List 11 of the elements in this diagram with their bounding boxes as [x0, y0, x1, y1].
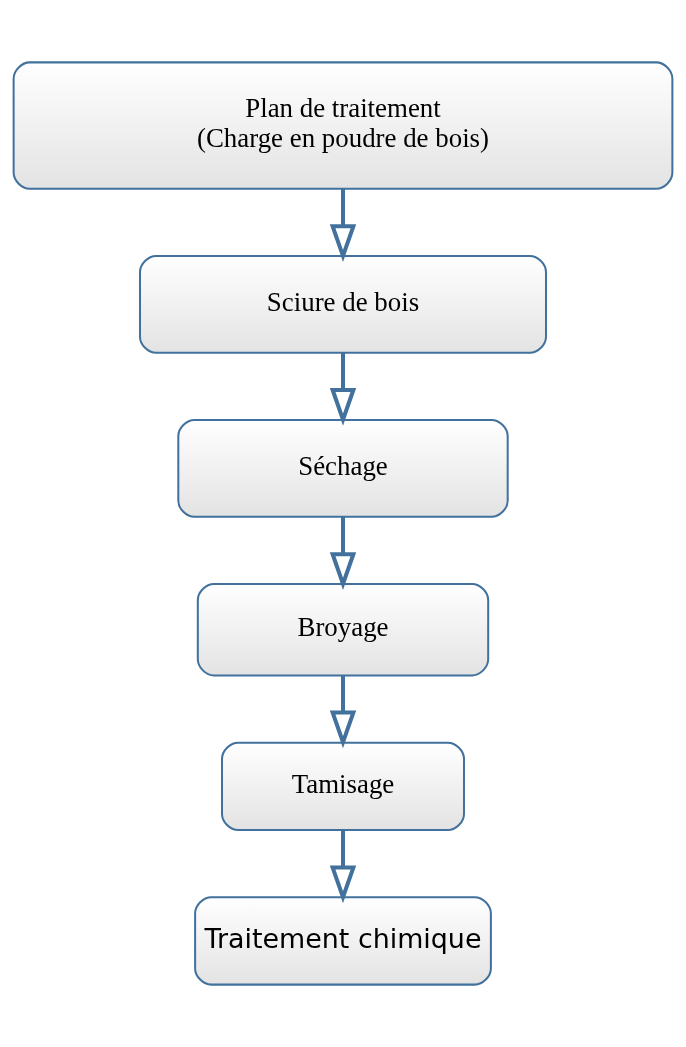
node-box: Plan de traitement (Charge en poudre de bois) [12, 61, 674, 190]
node-box: Tamisage [221, 741, 465, 832]
node-box: Sciure de bois [139, 254, 547, 354]
arrow [329, 189, 357, 262]
arrow [329, 352, 357, 426]
node-box: Traitement chimique [194, 896, 492, 986]
arrow [329, 830, 357, 904]
arrow [329, 675, 357, 749]
node-box: Séchage [177, 418, 509, 518]
node-box: Broyage [196, 583, 490, 677]
arrow [329, 516, 357, 590]
